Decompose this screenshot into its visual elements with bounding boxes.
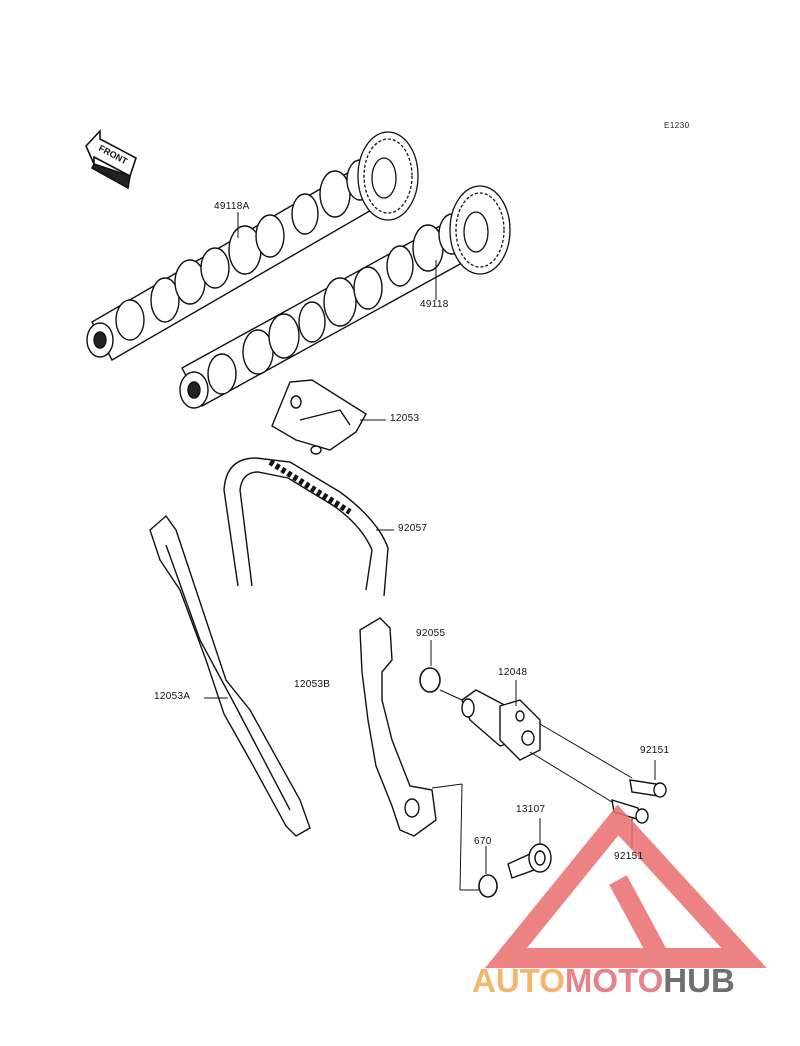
- chain-tensioner: [461, 689, 541, 761]
- tensioner-guide: [359, 617, 437, 837]
- watermark-auto: AUTO: [472, 962, 565, 999]
- camshaft-exhaust-sprocket: [449, 185, 511, 275]
- leader-lines: [204, 212, 656, 891]
- part-label-12053b: 12053B: [294, 679, 331, 690]
- watermark-text: AUTOMOTOHUB: [472, 962, 735, 1000]
- o-ring-670: [478, 874, 498, 898]
- diagram-code: E1230: [664, 121, 690, 130]
- part-label-49118a: 49118A: [214, 201, 250, 212]
- chain-guide-long: [149, 514, 311, 837]
- bolt-lower: [611, 798, 649, 824]
- camshaft-exhaust: [179, 213, 483, 409]
- watermark-moto: MOTO: [564, 962, 664, 999]
- cam-chain: [223, 457, 389, 597]
- part-label-92057: 92057: [398, 523, 428, 534]
- o-ring-92055: [419, 667, 441, 693]
- camshaft-intake: [86, 152, 395, 361]
- part-label-12048: 12048: [498, 667, 528, 678]
- part-label-670: 670: [474, 836, 492, 847]
- part-label-12053: 12053: [390, 413, 420, 424]
- part-label-12053a: 12053A: [154, 691, 191, 702]
- part-label-49118: 49118: [420, 299, 449, 310]
- pivot-bolt: [507, 843, 552, 879]
- part-label-92151-lower: 92151: [614, 851, 644, 862]
- part-label-13107: 13107: [516, 804, 546, 815]
- front-arrow-icon: [85, 128, 137, 190]
- watermark-hub: HUB: [663, 962, 735, 999]
- part-label-92055: 92055: [416, 628, 446, 639]
- bolt-upper: [629, 779, 667, 798]
- watermark-logo-icon: [485, 804, 767, 968]
- chain-guide-upper: [271, 379, 367, 455]
- part-label-92151-upper: 92151: [640, 745, 670, 756]
- camshaft-intake-sprocket: [357, 131, 419, 221]
